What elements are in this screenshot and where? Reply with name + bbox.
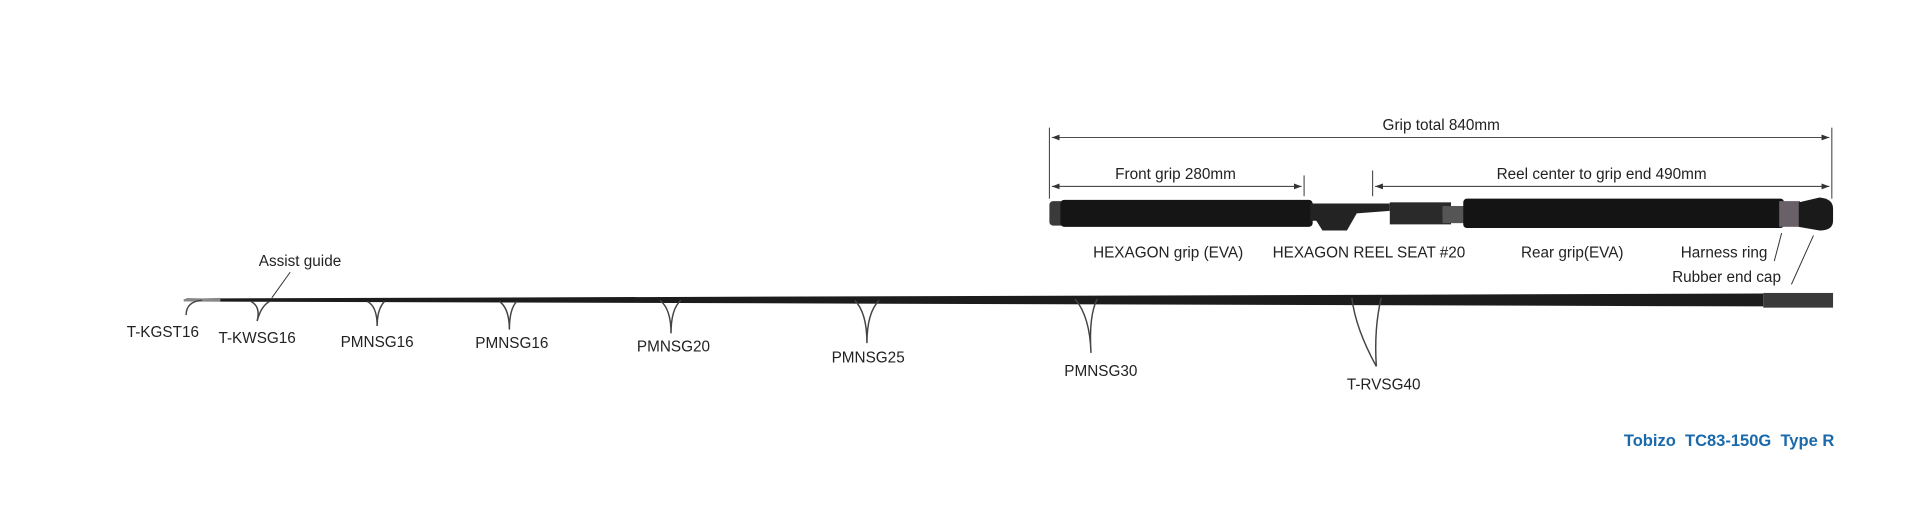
- guide-5: [854, 299, 880, 344]
- rear-grip-label: Rear grip(EVA): [1521, 244, 1624, 261]
- guide-6: [1074, 298, 1098, 353]
- guide-label: T-RVSG40: [1347, 377, 1421, 394]
- rod-blank: [183, 292, 1834, 308]
- guide-label: PMNSG16: [475, 335, 548, 352]
- guide-label: PMNSG30: [1064, 363, 1137, 380]
- assist-guide-leader: [271, 271, 291, 299]
- guide-7: [1351, 297, 1382, 367]
- guide-label: PMNSG16: [341, 334, 414, 351]
- harness-ring: [1779, 201, 1800, 227]
- guide-label: PMNSG20: [637, 339, 710, 356]
- harness-ring-label: Harness ring: [1681, 244, 1768, 261]
- reel-seat-hood: [1389, 202, 1452, 225]
- reel-seat: [1310, 203, 1390, 231]
- guides: [185, 297, 1382, 367]
- end-cap-label: Rubber end cap: [1672, 269, 1781, 286]
- guide-label: T-KGST16: [127, 324, 199, 341]
- guide-label: PMNSG25: [832, 350, 905, 367]
- harness-ring-leader: [1773, 232, 1783, 262]
- reel-seat-ring: [1442, 206, 1465, 224]
- dimension-lines: [1048, 127, 1833, 199]
- reel-seat-label: HEXAGON REEL SEAT #20: [1273, 244, 1466, 261]
- front-grip-label: Front grip 280mm: [1115, 166, 1236, 183]
- butt-end: [1763, 292, 1834, 308]
- assist-guide-label: Assist guide: [259, 253, 341, 270]
- guide-label: T-KWSG16: [218, 330, 295, 347]
- end-cap-leader: [1790, 235, 1814, 285]
- front-grip: [1060, 199, 1313, 227]
- product-title: Tobizo TC83-150G Type R: [1624, 431, 1835, 450]
- rubber-end-cap: [1798, 197, 1834, 231]
- rear-grip: [1463, 198, 1785, 229]
- hexagon-grip-label: HEXAGON grip (EVA): [1093, 244, 1243, 261]
- grip-total-label: Grip total 840mm: [1383, 117, 1500, 134]
- guide-3: [499, 300, 518, 330]
- guide-2: [366, 300, 386, 327]
- reel-center-label: Reel center to grip end 490mm: [1497, 166, 1707, 183]
- grip-assembly: [1049, 197, 1834, 231]
- guide-1: [250, 300, 270, 322]
- guide-0: [185, 299, 203, 316]
- guide-4: [659, 299, 682, 334]
